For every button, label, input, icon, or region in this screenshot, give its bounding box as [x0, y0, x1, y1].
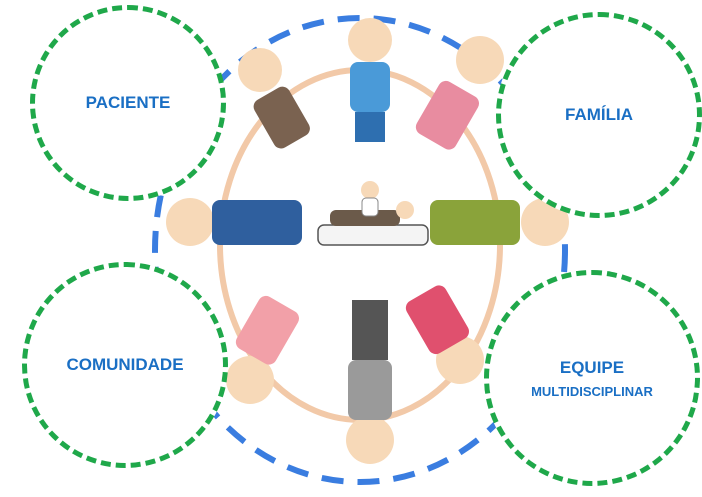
node-label: EQUIPE: [559, 357, 625, 377]
node-label: FAMÍLIA: [565, 105, 633, 124]
node-label: PACIENTE: [85, 93, 171, 112]
node-familia: FAMÍLIA: [496, 12, 702, 218]
patient-bed-icon: [317, 181, 429, 246]
node-label: COMUNIDADE: [66, 355, 184, 374]
node-sublabel: MULTIDISCIPLINAR: [531, 383, 653, 399]
node-paciente: PACIENTE: [30, 5, 226, 201]
node-comunidade: COMUNIDADE: [22, 262, 228, 468]
blue-dashed-ring: [152, 15, 568, 485]
node-equipe: EQUIPE MULTIDISCIPLINAR: [484, 270, 700, 486]
people-holding-hands: [166, 18, 569, 464]
